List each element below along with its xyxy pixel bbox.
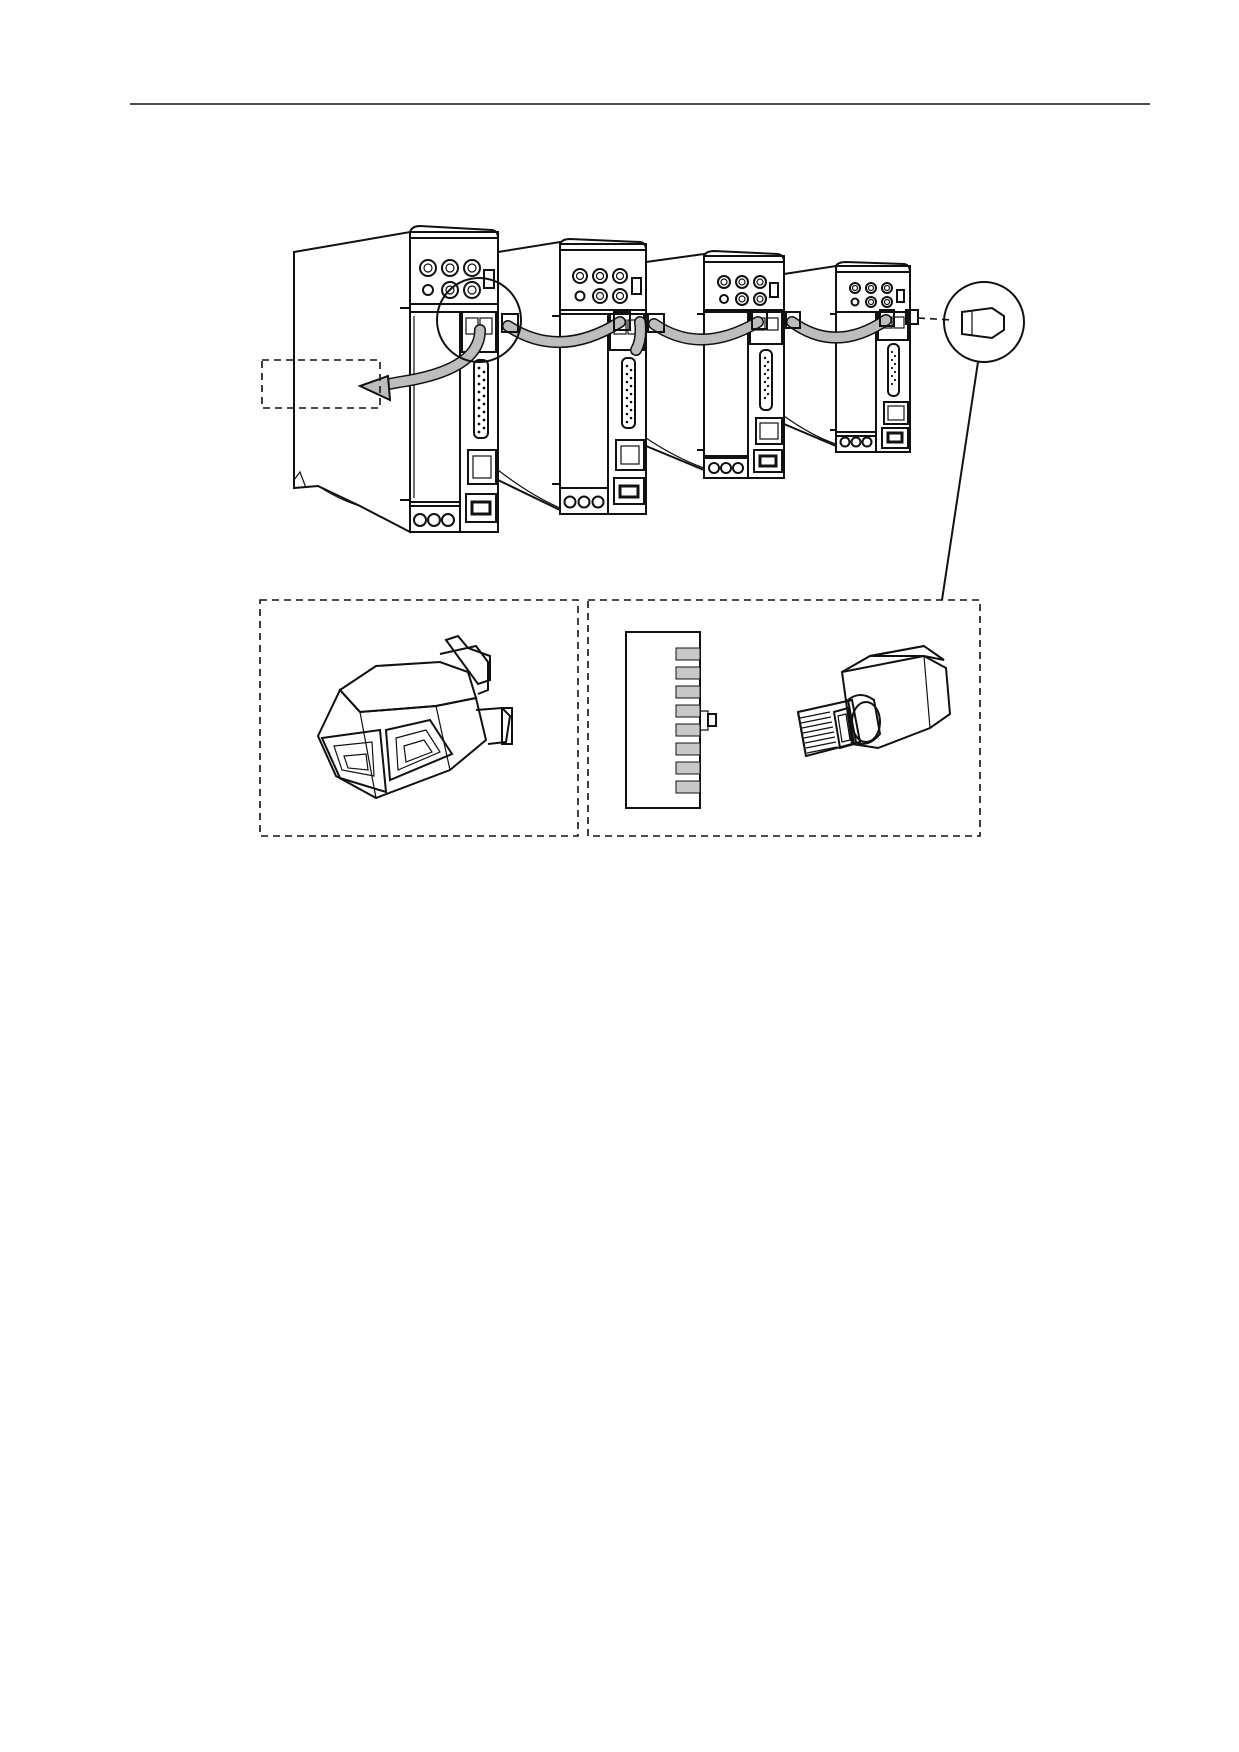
plug-contacts xyxy=(799,711,838,754)
db-pins-2 xyxy=(625,364,633,424)
terminating-plug-callout xyxy=(917,281,1025,601)
terminating-resistor-detail xyxy=(587,599,981,837)
rj45-plug-icon xyxy=(796,644,952,758)
db-pins-4 xyxy=(890,350,897,386)
t-connector-icon xyxy=(316,634,513,800)
db-pins-3 xyxy=(763,356,770,400)
ethernet-connector-magnifier xyxy=(436,277,522,363)
pin-block xyxy=(625,631,717,809)
db-pins-1 xyxy=(477,366,486,434)
t-adapter-detail xyxy=(259,599,579,837)
left-label-box xyxy=(261,359,381,409)
servo-drive-4 xyxy=(783,260,911,453)
outgoing-arrow xyxy=(357,374,392,402)
rj45-plug-heads xyxy=(501,309,919,333)
servo-drive-2 xyxy=(497,237,647,515)
servo-drive-3 xyxy=(645,249,785,479)
